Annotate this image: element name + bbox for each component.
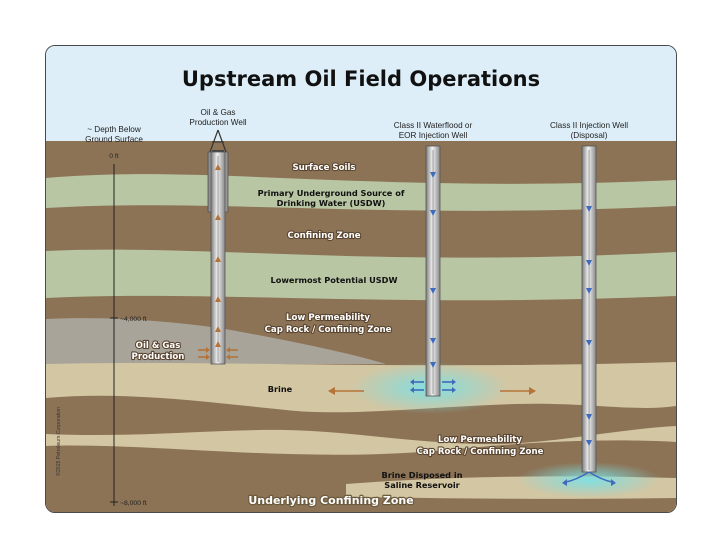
oil-gas-label-line1: Oil & Gas [136, 341, 181, 351]
disposal-well-label-line1: Class II Injection Well [550, 121, 628, 130]
disposal-outflow-arrows [562, 471, 616, 486]
underlying-confining-layer [46, 494, 676, 512]
diagram-frame: ~ Depth Below Ground Surface 0 ft ~4,000… [45, 45, 677, 513]
brine-disposed-label-line2: Saline Reservoir [384, 480, 460, 490]
depth-label-0ft: 0 ft [109, 153, 119, 160]
oil-field-diagram: ~ Depth Below Ground Surface 0 ft ~4,000… [46, 46, 676, 512]
surface-soils-label: Surface Soils [292, 163, 355, 173]
brine-label: Brine [268, 384, 293, 394]
brine-streak [46, 395, 676, 445]
disposal-well [562, 145, 616, 486]
oil-gas-label-line2: Production [132, 352, 185, 362]
brine-arrow-left-icon [328, 387, 364, 395]
cap-rock-upper-label-line2: Cap Rock / Confining Zone [265, 325, 392, 335]
waterflood-flow-arrows [430, 172, 436, 368]
brine-arrow-right-icon [500, 387, 536, 395]
copyright-text: ©2015 Petroleum Corporation [55, 407, 62, 476]
depth-header-line1: ~ Depth Below [87, 125, 141, 134]
production-well-label-line2: Production Well [189, 118, 246, 127]
cap-rock-lower-label-line1: Low Permeability [438, 435, 522, 445]
cap-rock-upper-label-line1: Low Permeability [286, 313, 370, 323]
perforation-inflow-arrows [198, 347, 238, 360]
underlying-confining-zone-label: Underlying Confining Zone [248, 494, 413, 507]
production-well-label-line1: Oil & Gas [200, 108, 235, 117]
production-well [198, 129, 238, 365]
depth-header-line2: Ground Surface [85, 135, 143, 144]
production-flow-arrows [215, 164, 221, 347]
usdw-label-line1: Primary Underground Source of [258, 188, 405, 198]
waterflood-well-label-line2: EOR Injection Well [399, 131, 468, 140]
usdw-label-line2: Drinking Water (USDW) [277, 198, 386, 208]
lowermost-usdw-label: Lowermost Potential USDW [271, 275, 398, 285]
diagram-title: Upstream Oil Field Operations [182, 67, 540, 91]
brine-disposed-label-line1: Brine Disposed in [381, 470, 462, 480]
depth-label-4000ft: ~4,000 ft [120, 316, 147, 323]
confining-zone-label: Confining Zone [287, 231, 360, 241]
waterflood-outflow-arrows [410, 379, 456, 393]
depth-label-8000ft: ~8,000 ft [120, 500, 147, 507]
disposal-well-label-line2: (Disposal) [571, 131, 608, 140]
disposal-flow-arrows [586, 206, 592, 446]
cap-rock-lower-label-line2: Cap Rock / Confining Zone [417, 447, 544, 457]
waterflood-well [410, 145, 456, 397]
disposal-injection-glow [517, 462, 661, 498]
waterflood-well-label-line1: Class II Waterflood or [394, 121, 473, 130]
